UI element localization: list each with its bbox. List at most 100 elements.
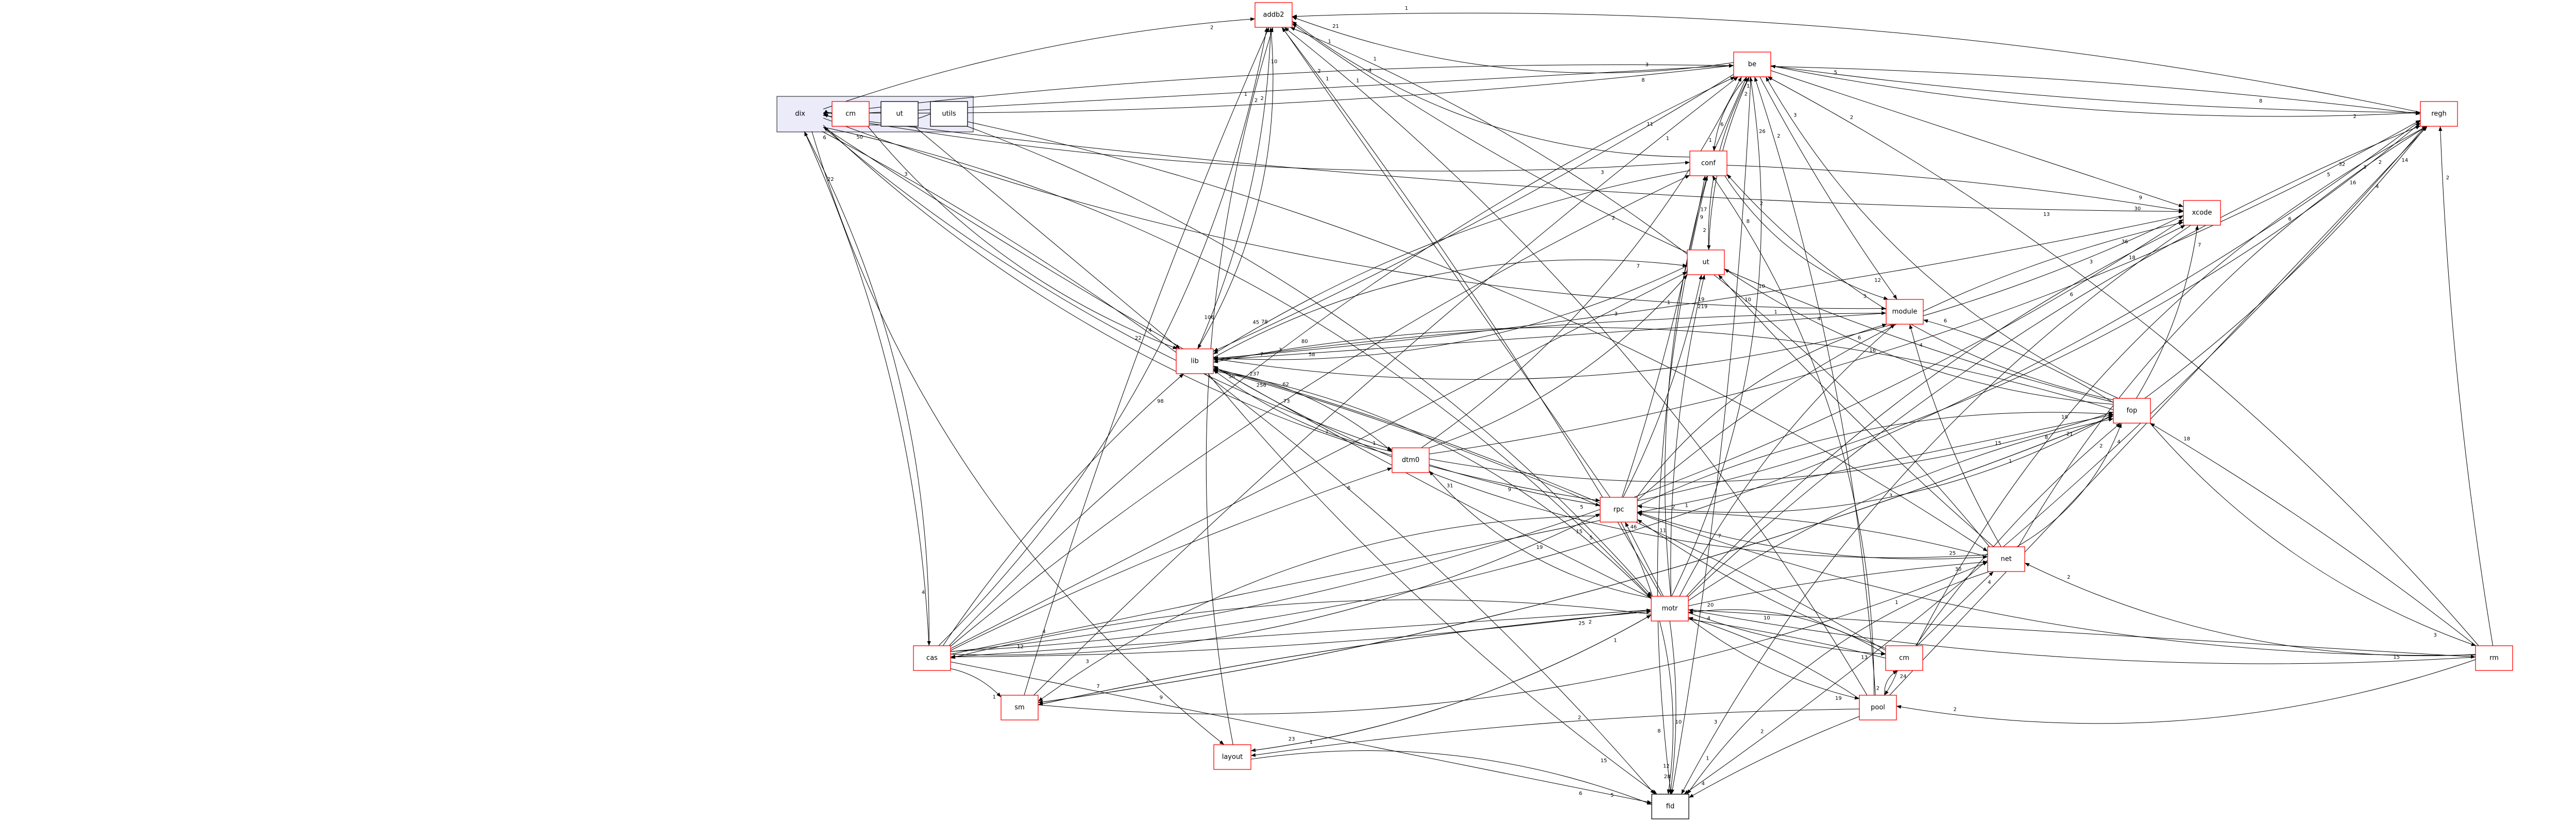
edge-count-label[interactable]: 1 [1666,136,1669,141]
edge-count-label[interactable]: 14 [2401,158,2408,163]
edge-count-label[interactable]: 4 [1707,616,1710,622]
edge-conf-to-module[interactable] [1724,175,1889,300]
edge-lib-to-ut2[interactable] [1213,259,1688,358]
edge-count-label[interactable]: 2 [1146,678,1149,684]
edge-fop-to-regh[interactable] [2144,126,2427,399]
folder-node-be[interactable]: be [1733,52,1771,77]
edge-count-label[interactable]: 11 [1647,122,1653,127]
edge-rm-to-regh[interactable] [2438,126,2494,646]
edge-count-label[interactable]: 1 [1895,600,1898,606]
edge-count-label[interactable]: 19 [1835,696,1842,701]
edge-rm-to-rpc[interactable] [1637,512,2476,656]
edge-count-label[interactable]: 20 [1707,602,1714,608]
edge-count-label[interactable]: 5 [1580,505,1583,510]
edge-lib-to-module[interactable] [1213,311,1887,360]
edge-cm-to-lib[interactable] [868,126,1178,349]
edge-count-label[interactable]: 6 [1858,335,1861,341]
edge-count-label[interactable]: 4 [1988,580,1991,585]
edge-motr-to-rm[interactable] [1688,609,2476,659]
edge-conf-to-be[interactable] [1714,76,1747,152]
edge-net-to-lib[interactable] [1213,365,1988,558]
edge-fop-to-lib[interactable] [1213,327,2114,410]
edge-count-label[interactable]: 1 [1374,57,1377,62]
edge-count-label[interactable]: 2 [1588,619,1591,625]
edge-pool-to-addb2[interactable] [1284,27,1868,696]
edge-count-label[interactable]: 11 [1659,528,1666,533]
edge-dix-to-conf[interactable] [823,114,1690,172]
edge-sm-to-net[interactable] [1038,561,1988,715]
edge-net-to-regh[interactable] [2018,126,2427,547]
edge-count-label[interactable]: 8 [1641,78,1645,83]
edge-net-to-ut2[interactable] [1718,274,1994,547]
edge-rpc-to-fop[interactable] [1637,412,2114,507]
edge-count-label[interactable]: 8 [2259,98,2262,104]
edge-count-label[interactable]: 2 [1760,729,1764,735]
edge-motr-to-sm[interactable] [1038,611,1652,706]
edge-motr-to-cas[interactable] [950,609,1652,659]
edge-count-label[interactable]: 4 [2376,184,2379,190]
edge-count-label[interactable]: 36 [2122,239,2128,245]
edge-rm-to-be[interactable] [1767,76,2479,646]
edge-conf-to-addb2[interactable] [1292,21,1690,158]
folder-node-fid[interactable]: fid [1651,794,1689,819]
edge-motr-to-fid[interactable] [1669,620,1676,795]
edge-count-label[interactable]: 12 [1017,644,1024,650]
edge-count-label[interactable]: 2 [1672,505,1675,510]
edge-motr-to-dix[interactable] [823,127,1652,598]
edge-count-label[interactable]: 2 [1210,25,1213,30]
folder-node-xcode[interactable]: xcode [2183,200,2221,226]
edge-count-label[interactable]: 2 [2379,160,2382,165]
edge-be-to-conf[interactable] [1713,76,1747,152]
edge-cas-to-conf[interactable] [950,175,1690,647]
edge-count-label[interactable]: 9 [2139,195,2142,201]
edge-count-label[interactable]: 31 [1447,483,1453,489]
edge-count-label[interactable]: 45 [1252,320,1259,326]
edge-be-to-xcode[interactable] [1770,70,2184,207]
edge-count-label[interactable]: 9 [1508,487,1511,493]
edge-sm-to-motr[interactable] [1038,610,1652,706]
edge-utils-to-net[interactable] [967,121,1988,552]
edge-count-label[interactable]: 3 [1614,311,1617,317]
edge-count-label[interactable]: 50 [856,135,863,140]
edge-count-label[interactable]: 4 [1368,68,1371,73]
edge-xcode-to-fid[interactable] [1681,225,2191,795]
edge-cm2-to-pool[interactable] [1884,670,1898,696]
edge-count-label[interactable]: 15 [1995,441,2002,446]
edge-count-label[interactable]: 3 [1601,170,1604,175]
edge-count-label[interactable]: 8 [1747,219,1750,224]
edge-ut-to-lib[interactable] [914,126,1180,349]
edge-motr-to-regh[interactable] [1688,125,2421,597]
edge-count-label[interactable]: 15 [1601,758,1607,764]
edge-count-label[interactable]: 6 [2288,216,2291,222]
edge-count-label[interactable]: 2 [1744,91,1748,97]
edge-count-label[interactable]: 10 [1271,59,1278,65]
folder-node-layout[interactable]: layout [1213,744,1251,770]
edge-count-label[interactable]: 7 [1260,351,1263,357]
edge-count-label[interactable]: 21 [2066,431,2073,437]
edge-count-label[interactable]: 10 [1744,297,1751,303]
edge-count-label[interactable]: 1 [1405,6,1408,11]
edge-count-label[interactable]: 10 [1758,284,1765,290]
edge-count-label[interactable]: 28 [1664,774,1671,780]
edge-motr-to-dtm0[interactable] [1429,471,1652,598]
edge-count-label[interactable]: 5 [1834,70,1837,76]
edge-count-label[interactable]: 1 [1774,310,1777,315]
edge-count-label[interactable]: 106 [1205,315,1214,321]
edge-dix-to-rpc[interactable] [823,125,1601,502]
edge-motr-to-net[interactable] [1688,560,1988,607]
edge-fop-to-rm[interactable] [2149,423,2477,646]
edge-lib-to-fid[interactable] [1208,373,1657,795]
edge-count-label[interactable]: 12 [1874,278,1881,283]
edge-count-label[interactable]: 1 [2009,459,2012,464]
edge-count-label[interactable]: 9 [1700,215,1703,221]
edge-dix-to-motr[interactable] [823,127,1652,598]
edge-count-label[interactable]: 2 [1953,707,1956,712]
edge-count-label[interactable]: 19 [1698,297,1705,303]
edge-count-label[interactable]: 7 [1718,533,1721,539]
edge-sm-to-be[interactable] [1033,76,1738,696]
edge-count-label[interactable]: 9 [1160,695,1163,701]
edge-count-label[interactable]: 1 [1310,740,1313,745]
edge-count-label[interactable]: 1 [1709,138,1712,143]
edge-count-label[interactable]: 2 [1703,228,1706,233]
edge-fop-to-be[interactable] [1765,76,2119,399]
